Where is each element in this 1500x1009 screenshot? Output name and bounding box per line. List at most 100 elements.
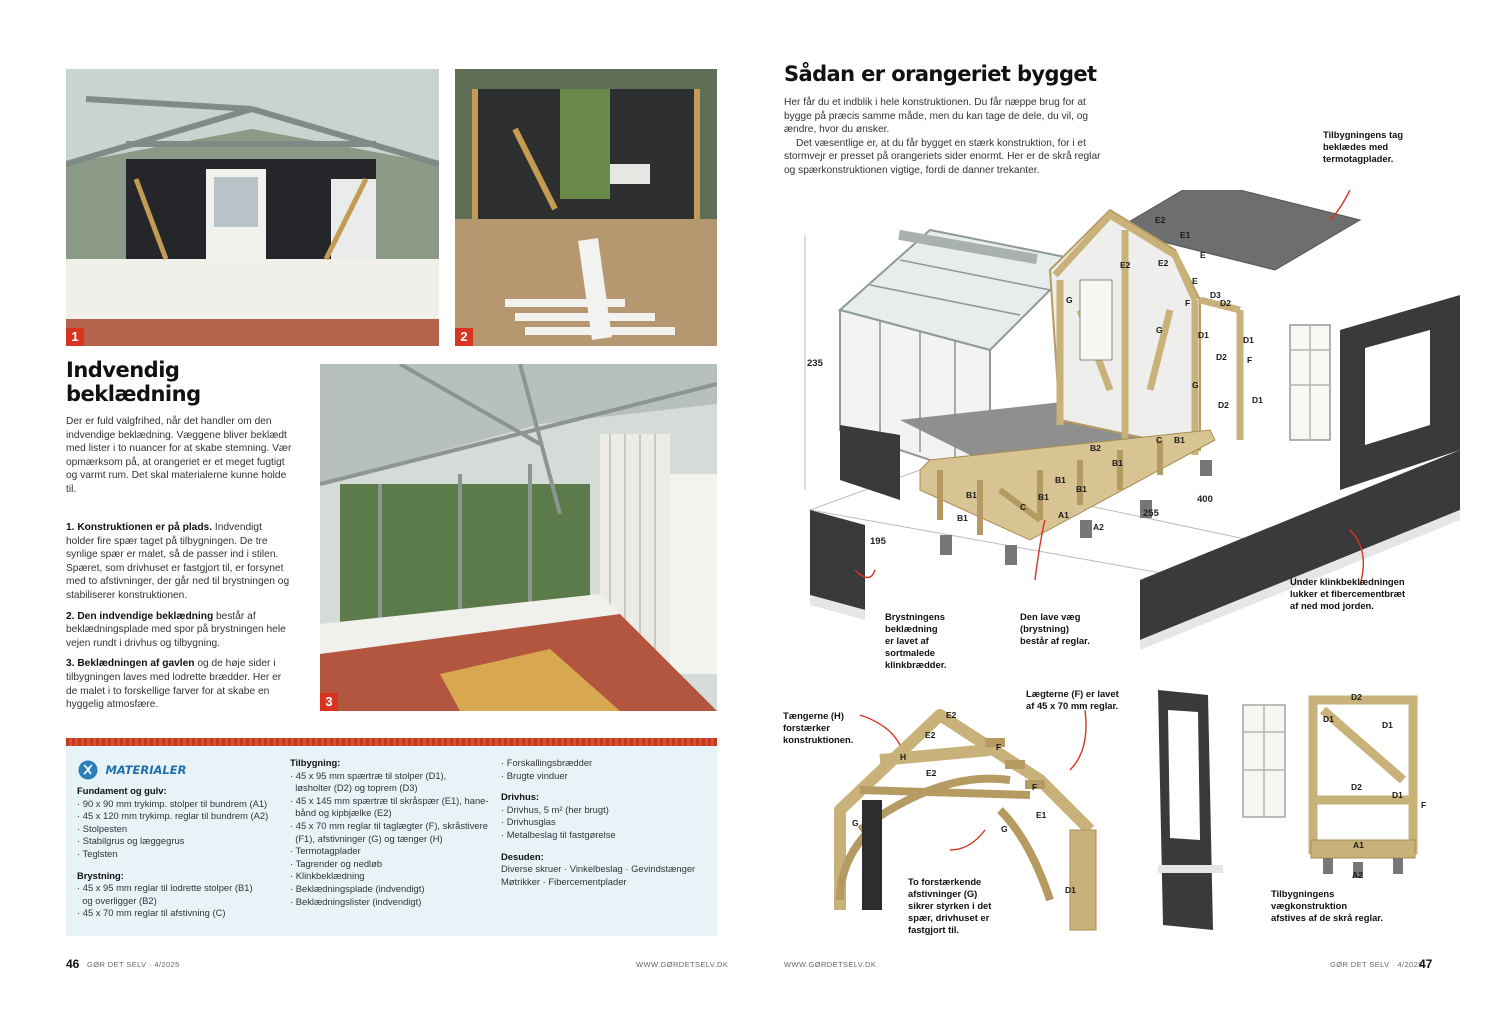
part-label: A1 xyxy=(1353,840,1364,850)
materials-item: og overligger (B2) xyxy=(77,894,157,906)
dimension-255: 255 xyxy=(1143,508,1159,519)
materials-item: · Drivhus, 5 m² (her brugt) xyxy=(501,803,609,815)
caption-line: Den lave væg xyxy=(1020,611,1081,622)
section-heading: Indvendig beklædning xyxy=(66,358,306,406)
caption-line: Tængerne (H) xyxy=(783,710,844,721)
photo-number-2: 2 xyxy=(455,328,473,346)
step-1: 1. Konstruktionen er på plads. Indvendig… xyxy=(66,521,292,603)
part-label: E2 xyxy=(926,768,937,778)
website-left: WWW.GØRDETSELV.DK xyxy=(636,960,729,969)
part-label: D1 xyxy=(1243,335,1254,345)
caption-line: forstærker xyxy=(783,722,830,733)
part-label: C xyxy=(1156,435,1163,445)
part-label: F xyxy=(1185,298,1191,308)
part-label: D2 xyxy=(1216,352,1227,362)
materials-item: · Beklædningslister (indvendigt) xyxy=(290,895,422,907)
part-label: E2 xyxy=(1158,258,1169,268)
part-label: E xyxy=(1200,250,1206,260)
dimension-height: 235 xyxy=(807,358,823,369)
part-label: G xyxy=(1001,824,1008,834)
step-3-text: og de høje sider i tilbygningen laves me… xyxy=(66,658,282,711)
heading-line-1: Indvendig xyxy=(66,358,180,382)
part-label: A2 xyxy=(1093,522,1104,532)
caption-line: fastgjort til. xyxy=(908,924,960,935)
part-label: B1 xyxy=(1174,435,1185,445)
part-label: B1 xyxy=(1076,484,1087,494)
part-label: E2 xyxy=(946,710,957,720)
roof-truss-illustration xyxy=(834,709,1097,931)
materials-group-heading: Drivhus: xyxy=(501,791,540,803)
materials-item: · Drivhusglas xyxy=(501,816,556,828)
right-page-heading: Sådan er orangeriet bygget xyxy=(784,62,1097,86)
materials-item: bånd og kipbjælke (E2) xyxy=(290,807,392,819)
part-label: D2 xyxy=(1351,782,1362,792)
caption-low-wall: Den lave væg(brystning)består af reglar. xyxy=(1020,611,1120,647)
part-label: D1 xyxy=(1382,720,1393,730)
heading-line-2: beklædning xyxy=(66,382,201,406)
materials-item: Møtrikker · Fibercementplader xyxy=(501,875,627,887)
caption-line: består af reglar. xyxy=(1020,635,1090,646)
caption-line: afstives af de skrå reglar. xyxy=(1271,912,1384,923)
step-3-lead: 3. Beklædningen af gavlen xyxy=(66,658,195,670)
page-number-right: 47 xyxy=(1419,957,1433,971)
part-label: G xyxy=(1066,295,1073,305)
part-label: F xyxy=(1247,355,1253,365)
caption-line: sortmalede xyxy=(885,647,936,658)
photo-greenhouse-interior-door: 1 xyxy=(66,69,439,346)
photo-extension-construction: 2 xyxy=(455,69,717,346)
part-label: G xyxy=(1156,325,1163,335)
materials-tools-icon xyxy=(78,760,98,780)
part-label: G xyxy=(1192,380,1199,390)
part-label: F xyxy=(1421,800,1427,810)
part-label: D1 xyxy=(1252,395,1263,405)
materials-item: · Beklædningsplade (indvendigt) xyxy=(290,882,425,894)
right-intro-p2: Det væsentlige er, at du får bygget en s… xyxy=(784,137,1101,176)
materials-item: · Termotagplader xyxy=(290,845,361,857)
caption-line: Tilbygningens xyxy=(1271,888,1335,899)
part-label: C xyxy=(1020,502,1027,512)
part-label: D1 xyxy=(1392,790,1403,800)
photo-finished-interior: 3 xyxy=(320,364,717,711)
part-label: E1 xyxy=(1180,230,1191,240)
part-label: E xyxy=(1192,276,1198,286)
materials-group-heading: Fundament og gulv: xyxy=(77,785,167,796)
step-2-lead: 2. Den indvendige beklædning xyxy=(66,610,214,622)
part-label: B1 xyxy=(957,513,968,523)
materials-item: · 45 x 95 mm spærtræ til stolper (D1), xyxy=(290,769,447,781)
materials-item: · 45 x 70 mm reglar til taglægter (F), s… xyxy=(290,819,488,831)
caption-line: termotagplader. xyxy=(1323,153,1394,164)
materials-item: (F1), afstivninger (G) og tænger (H) xyxy=(290,832,443,844)
wall-construction-illustration xyxy=(1158,690,1418,930)
steps-list: 1. Konstruktionen er på plads. Indvendig… xyxy=(66,521,292,719)
right-intro: Her får du et indblik i hele konstruktio… xyxy=(784,96,1102,178)
materials-item: · 45 x 95 mm reglar til lodrette stolper… xyxy=(77,882,253,894)
materials-item: · Stabilgrus og læggegrus xyxy=(77,835,185,847)
dimension-195: 195 xyxy=(870,536,886,547)
part-label: D1 xyxy=(1065,885,1076,895)
part-label: D2 xyxy=(1351,692,1362,702)
materials-item: · 45 x 70 mm reglar til afstivning (C) xyxy=(77,907,226,919)
part-label: D3 xyxy=(1210,290,1221,300)
part-label: B2 xyxy=(1090,443,1101,453)
materials-group-heading: Desuden: xyxy=(501,850,544,862)
photo-number-1: 1 xyxy=(66,328,84,346)
materials-item: · Forskallingsbrædder xyxy=(501,757,593,768)
materials-group-heading: Brystning: xyxy=(77,869,124,881)
caption-line: konstruktionen. xyxy=(783,734,854,745)
dimension-400: 400 xyxy=(1197,494,1213,505)
caption-line: (brystning) xyxy=(1020,623,1069,634)
materials-item: · Brugte vinduer xyxy=(501,769,568,781)
caption-line: spær, drivhuset er xyxy=(908,912,990,923)
magazine-issue-left: GØR DET SELV · 4/2025 xyxy=(87,960,180,969)
caption-line: To forstærkende xyxy=(908,876,982,887)
caption-line: af ned mod jorden. xyxy=(1290,600,1374,611)
